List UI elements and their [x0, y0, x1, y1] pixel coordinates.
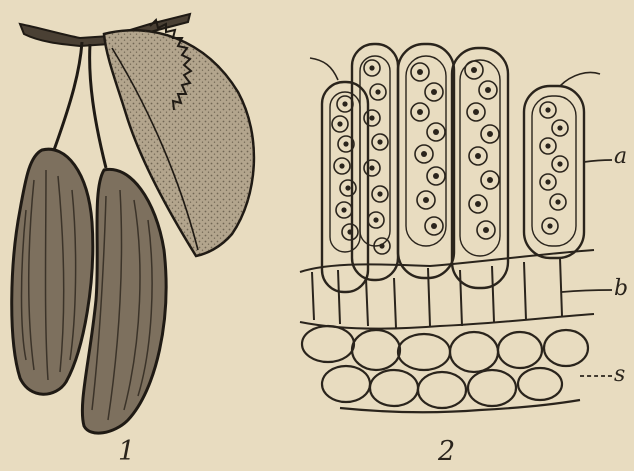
leader-a — [584, 160, 612, 162]
leader-b — [562, 290, 612, 292]
figure-1-number: 1 — [118, 436, 135, 467]
fruit-stalk-left — [54, 42, 82, 150]
figure-1-drawing — [12, 14, 254, 433]
spore-nuclei — [337, 65, 562, 248]
sac-4 — [452, 48, 508, 288]
sac-2 — [352, 44, 398, 280]
fruit-right — [82, 169, 166, 433]
fruit-stalk-right — [90, 44, 106, 168]
sac-1 — [322, 82, 368, 292]
figure-2-drawing — [300, 44, 612, 412]
figure-2-number: 2 — [438, 436, 455, 467]
label-s: s — [614, 362, 625, 387]
label-a: a — [614, 144, 627, 169]
label-b: b — [614, 276, 628, 301]
substrate-layer-s — [302, 326, 588, 412]
cell-layer-b — [300, 250, 594, 329]
fruit-left — [12, 149, 93, 394]
